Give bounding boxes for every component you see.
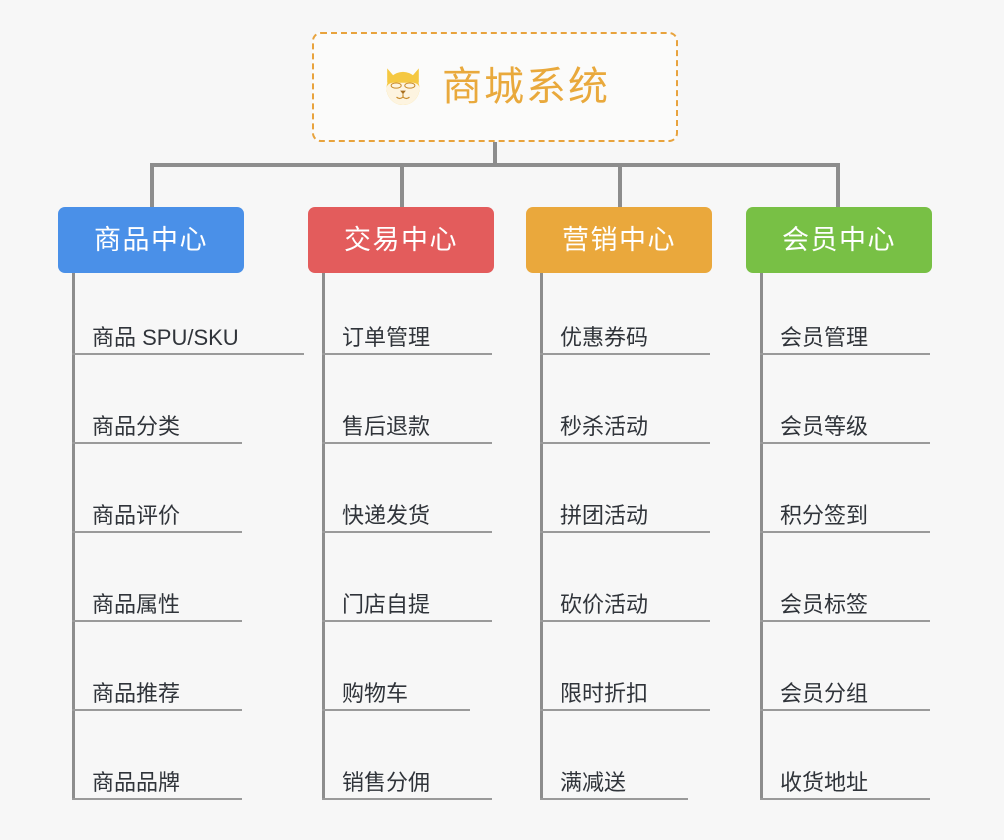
branch-spine-2 bbox=[540, 273, 543, 800]
leaf-label: 售后退款 bbox=[342, 414, 431, 439]
leaf-underline bbox=[72, 709, 242, 711]
leaf-label: 满减送 bbox=[560, 770, 627, 795]
leaf-label: 门店自提 bbox=[342, 592, 431, 617]
leaf-underline bbox=[322, 798, 492, 800]
leaf-label: 购物车 bbox=[342, 681, 409, 706]
leaf-underline bbox=[540, 620, 710, 622]
leaf-underline bbox=[72, 442, 242, 444]
category-node-1[interactable]: 交易中心 bbox=[308, 207, 494, 273]
leaf-underline bbox=[72, 620, 242, 622]
connector-horizontal-bar bbox=[150, 163, 840, 167]
leaf-underline bbox=[72, 353, 304, 355]
leaf-underline bbox=[322, 620, 492, 622]
branch-spine-0 bbox=[72, 273, 75, 800]
leaf-label: 优惠券码 bbox=[560, 325, 649, 350]
leaf-label: 订单管理 bbox=[342, 325, 431, 350]
leaf-underline bbox=[760, 531, 930, 533]
leaf-label: 销售分佣 bbox=[342, 770, 431, 795]
leaf-label: 积分签到 bbox=[780, 503, 869, 528]
leaf-underline bbox=[760, 620, 930, 622]
leaf-label: 限时折扣 bbox=[560, 681, 649, 706]
leaf-label: 会员等级 bbox=[780, 414, 869, 439]
category-label-3: 会员中心 bbox=[782, 224, 896, 255]
root-label: 商城系统 bbox=[442, 65, 610, 109]
category-node-3[interactable]: 会员中心 bbox=[746, 207, 932, 273]
leaf-label: 商品属性 bbox=[92, 592, 181, 617]
category-node-2[interactable]: 营销中心 bbox=[526, 207, 712, 273]
leaf-label: 商品分类 bbox=[92, 414, 181, 439]
leaf-underline bbox=[72, 531, 242, 533]
category-label-0: 商品中心 bbox=[94, 224, 208, 255]
leaf-underline bbox=[540, 442, 710, 444]
leaf-underline bbox=[322, 531, 492, 533]
leaf-label: 收货地址 bbox=[780, 770, 869, 795]
leaf-label: 砍价活动 bbox=[560, 592, 649, 617]
dog-face-icon bbox=[386, 68, 420, 105]
leaf-underline bbox=[540, 353, 710, 355]
leaf-label: 会员管理 bbox=[780, 325, 869, 350]
leaf-underline bbox=[540, 531, 710, 533]
leaf-label: 快递发货 bbox=[342, 503, 431, 528]
leaf-label: 秒杀活动 bbox=[560, 414, 649, 439]
leaf-underline bbox=[760, 798, 930, 800]
category-node-0[interactable]: 商品中心 bbox=[58, 207, 244, 273]
leaf-label: 商品推荐 bbox=[92, 681, 181, 706]
leaf-label: 拼团活动 bbox=[560, 503, 649, 528]
connector-drop-2 bbox=[400, 163, 404, 208]
leaf-label: 会员标签 bbox=[780, 592, 869, 617]
leaf-label: 商品 SPU/SKU bbox=[92, 325, 239, 350]
leaf-underline bbox=[72, 798, 242, 800]
leaf-label: 商品品牌 bbox=[92, 770, 181, 795]
leaf-underline bbox=[322, 353, 492, 355]
leaf-underline bbox=[322, 709, 470, 711]
branch-spine-3 bbox=[760, 273, 763, 800]
leaf-underline bbox=[760, 709, 930, 711]
leaf-label: 会员分组 bbox=[780, 681, 869, 706]
category-label-1: 交易中心 bbox=[344, 224, 458, 255]
leaf-underline bbox=[760, 353, 930, 355]
connector-root-stem bbox=[493, 142, 497, 166]
category-label-2: 营销中心 bbox=[562, 224, 676, 255]
connector-drop-3 bbox=[618, 163, 622, 208]
leaf-label: 商品评价 bbox=[92, 503, 181, 528]
connector-drop-1 bbox=[150, 163, 154, 208]
root-node[interactable]: 商城系统 bbox=[312, 32, 678, 142]
leaf-underline bbox=[322, 442, 492, 444]
branch-spine-1 bbox=[322, 273, 325, 800]
leaf-underline bbox=[540, 709, 710, 711]
connector-drop-4 bbox=[836, 163, 840, 208]
leaf-underline bbox=[540, 798, 688, 800]
leaf-underline bbox=[760, 442, 930, 444]
